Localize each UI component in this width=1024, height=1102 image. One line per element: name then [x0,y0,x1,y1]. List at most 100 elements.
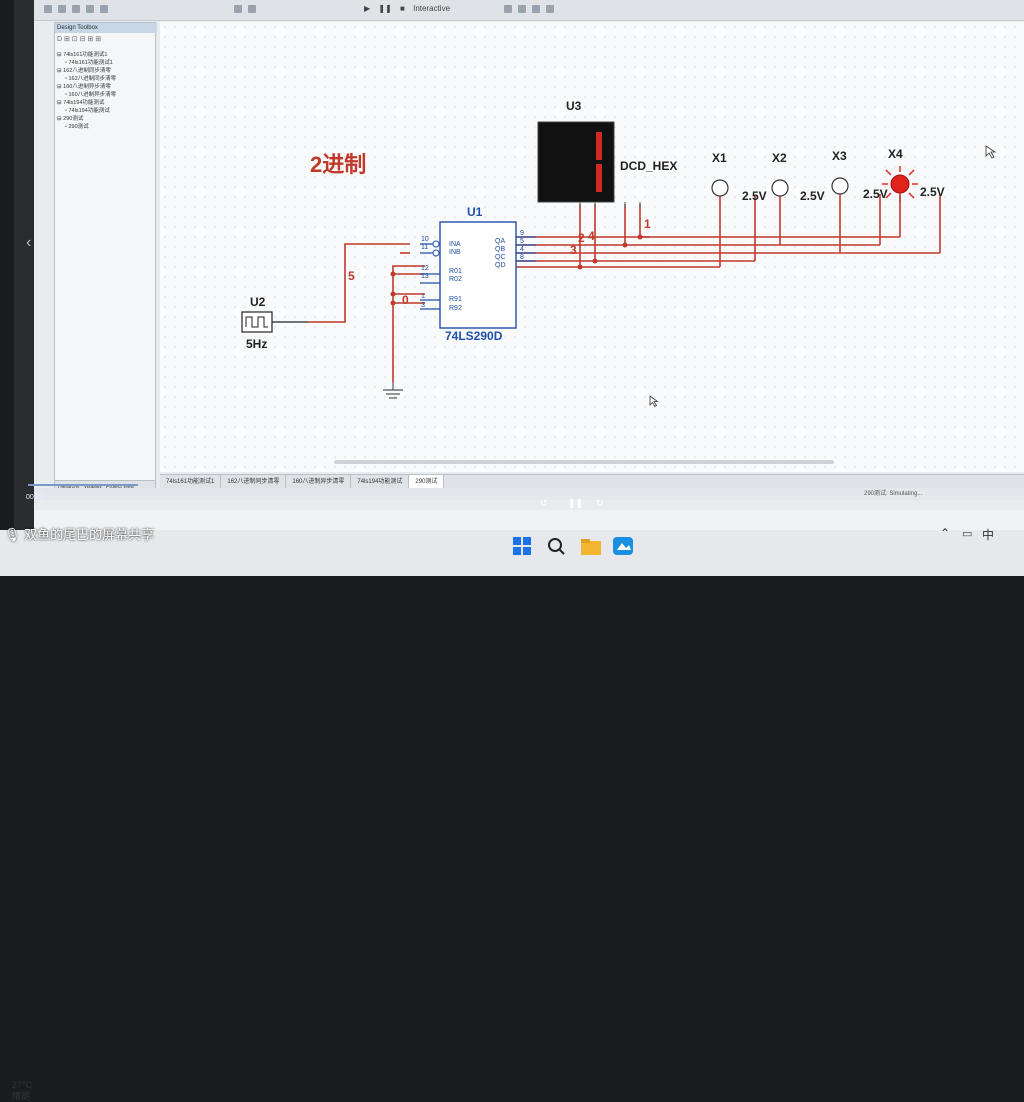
pin-number: 8 [520,254,524,261]
toolbar-icon[interactable] [248,5,256,13]
net-label: 5 [348,269,355,283]
probe-x4[interactable]: X4 2.5V [882,147,945,202]
u1-part: 74LS290D [445,329,503,343]
pin-label: R92 [449,305,462,312]
inner-taskbar: ○ ▣ ▭ ▬ ✉ ◉ ✕ ▦ [34,510,1024,530]
doc-tab[interactable]: 162八进制同步清零 [221,475,287,489]
tree-item-label: 162八进制同步清零 [63,68,111,74]
u3-hex-display[interactable]: U3 DCD_HEX [537,99,677,208]
project-icon: ⊟ [57,68,64,74]
ground-symbol[interactable] [383,382,403,399]
pin-number: 3 [421,302,425,309]
search-icon[interactable] [546,536,570,560]
tree-item[interactable]: ▫ 162八进制同步清零 [57,75,116,83]
pause-icon[interactable]: ❚❚ [378,4,392,13]
tab-visibility[interactable]: Visibility [83,484,102,490]
windows-taskbar: 27°C 晴朗 [0,530,1024,1101]
pin-number: 9 [520,230,524,237]
toolbar-icon[interactable] [504,5,512,13]
schematic-canvas[interactable]: 2进制 [160,22,1024,472]
design-toolbox-tools[interactable]: D ⊞ ⊡ ⊟ ⊞ ⊞ [57,36,102,43]
doc-tab[interactable]: 290测试 [409,475,445,489]
stop-icon[interactable]: ■ [400,4,405,13]
toolbar-icon[interactable] [518,5,526,13]
net-label: 1 [644,217,651,231]
screen-share-banner: 🎙 双鱼的尾巴的屏幕共享 [4,524,154,543]
design-tree: ⊟ 74ls161功能测试1▫ 74ls161功能测试1⊟ 162八进制同步清零… [57,51,116,131]
toolbar-icon[interactable] [72,5,80,13]
chevron-left-icon[interactable]: ‹ [26,234,32,251]
status-text: 290测试: Simulating... [864,491,923,497]
run-icon[interactable]: ▶ [364,4,371,13]
tree-item[interactable]: ⊟ 74ls161功能测试1 [57,51,116,59]
u2-clock-source[interactable]: U2 5Hz [241,295,308,351]
doc-tab[interactable]: 74ls161功能测试1 [160,475,222,489]
toolbar-icon[interactable] [58,5,66,13]
video-progress[interactable] [28,484,138,486]
u1-right-pins: QA QB QC QD 9 5 4 8 [495,230,524,269]
tree-item[interactable]: ⊟ 160八进制异步清零 [57,83,116,91]
segment-c [596,164,602,192]
probe-x1[interactable]: X1 2.5V [711,151,767,203]
net-label: 0 [402,293,409,307]
tree-item[interactable]: ⊟ 162八进制同步清零 [57,67,116,75]
tree-item[interactable]: ⊟ 290测试 [57,115,116,123]
sim-mode-label[interactable]: Interactive [413,4,451,13]
weather-temp: 27°C [12,1080,33,1090]
u1-ref: U1 [467,205,483,219]
toolbar-icon[interactable] [234,5,242,13]
chevron-up-icon[interactable]: ⌃ [940,526,951,540]
toolbar-icon[interactable] [44,5,52,13]
pin-number: 1 [421,293,425,300]
tree-item-label: 74ls161功能测试1 [63,52,108,58]
file-explorer-icon[interactable] [580,536,604,560]
pause-icon[interactable]: ❚❚ [568,498,584,508]
tree-item[interactable]: ▫ 74ls161功能测试1 [57,59,116,67]
forward-icon[interactable]: ↻ [596,498,604,508]
tree-item-label: 290测试 [68,124,89,130]
pin-number: 5 [520,238,524,245]
probe-x3[interactable]: X3 2.5V [831,149,888,201]
pin-label: INB [449,249,461,256]
tab-project-view[interactable]: Project View [106,484,134,490]
probe-ref: X3 [832,149,847,163]
u1-counter-ic[interactable]: U1 74LS290D INA INB R01 R02 R91 R92 10 1… [420,205,536,343]
tree-item[interactable]: ▫ 74ls194功能测试 [57,107,116,115]
pin-label: R01 [449,268,462,275]
tree-item-label: 74ls161功能测试1 [68,60,113,66]
file-icon: ▫ [65,124,69,130]
toolbar: ▶ ❚❚ ■ Interactive [34,0,1024,21]
toolbar-icon[interactable] [532,5,540,13]
tree-item-label: 162八进制同步清零 [68,76,117,82]
screen-share-app-icon[interactable] [612,536,636,560]
segment-b [596,132,602,160]
tree-item[interactable]: ▫ 290测试 [57,123,116,131]
display-icon[interactable]: ▭ [962,528,973,540]
weather-widget[interactable]: 27°C 晴朗 [12,1080,32,1102]
note-text: 2进制 [310,152,366,177]
toolbar-icon[interactable] [86,5,94,13]
rewind-icon[interactable]: ↺ [540,498,548,508]
probe-x2[interactable]: X2 2.5V [771,151,825,203]
horizontal-scrollbar[interactable] [334,460,834,464]
tree-item[interactable]: ⊟ 74ls194功能测试 [57,99,116,107]
toolbar-icon[interactable] [100,5,108,13]
pin-label: QA [495,238,505,245]
net-label: 4 [588,229,595,243]
mouse-cursor-icon [985,145,997,159]
tree-item-label: 74ls194功能测试 [68,108,110,114]
doc-tab[interactable]: 160八进制异步清零 [286,475,352,489]
doc-tab[interactable]: 74ls194功能测试 [351,475,410,489]
design-toolbox: Design Toolbox D ⊞ ⊡ ⊟ ⊞ ⊞ ⊟ 74ls161功能测试… [54,22,157,494]
tab-hierarchy[interactable]: Hierarchy [58,484,80,490]
clock-bubble-icon [432,240,440,248]
toolbar-icon[interactable] [546,5,554,13]
tree-item-label: 74ls194功能测试 [63,100,105,106]
tree-item[interactable]: ▫ 160八进制异步清零 [57,91,116,99]
ime-indicator[interactable]: 中 [982,528,995,542]
net-label: 3 [570,243,577,257]
project-icon: ⊟ [57,84,64,90]
share-text: 双鱼的尾巴的屏幕共享 [24,527,155,542]
windows-start-icon[interactable] [512,536,536,560]
